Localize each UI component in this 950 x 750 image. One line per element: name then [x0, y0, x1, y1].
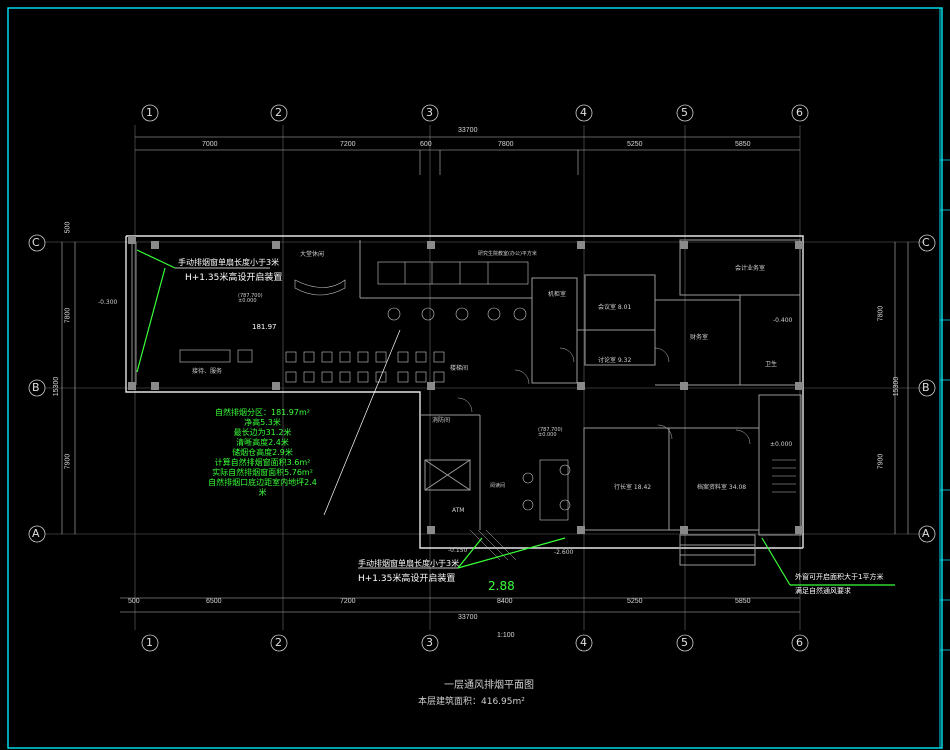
note-bottom-line2: H+1.35米高设开启装置: [358, 574, 456, 584]
grid-label-col-6-top: 6: [796, 106, 803, 119]
grid-label-row-a-left: A: [32, 527, 40, 540]
grid-label-col-1-top: 1: [146, 106, 153, 119]
room-director: 行长室 18.42: [614, 484, 652, 491]
room-archives: 档案资料室 34.08: [697, 484, 747, 491]
room-stair-hall: 楼梯间: [450, 365, 469, 372]
dim-bottom-seg-3: 7200: [340, 598, 356, 605]
dim-top-seg-4: 7800: [498, 141, 514, 148]
level-1: -0.300: [98, 299, 118, 306]
grid-label-col-2-bottom: 2: [275, 636, 282, 649]
grid-label-row-c-right: C: [922, 236, 930, 249]
grid-label-row-b-right: B: [922, 381, 930, 394]
room-hall-area: 181.97: [252, 323, 277, 331]
dim-right-total: 15300: [893, 376, 901, 397]
smoke-summary-line-4: 清晰高度2.4米: [236, 438, 289, 447]
grid-label-row-a-right: A: [922, 527, 930, 540]
room-finance: 财务室: [690, 334, 709, 341]
room-equipment: 机柜室: [548, 291, 567, 298]
dim-left-seg-3: 7900: [64, 453, 72, 470]
grid-label-col-3-bottom: 3: [426, 636, 433, 649]
room-lobby-elev: (787.700) ±0.000: [538, 427, 563, 438]
smoke-summary-line-2: 净高5.3米: [244, 418, 281, 427]
note-bottom-line1: 手动排烟窗单扇长度小于3米: [358, 559, 460, 568]
grid-label-col-5-bottom: 5: [681, 636, 688, 649]
right-note-line2: 满足自然通风要求: [795, 587, 851, 595]
room-fire: 消防间: [432, 417, 451, 424]
level-2: -0.150: [448, 547, 468, 554]
note-top-line2: H+1.35米高设开启装置: [185, 273, 283, 283]
grid-label-col-5-top: 5: [681, 106, 688, 119]
right-note-line1: 外窗可开启面积大于1平方米: [795, 573, 884, 581]
smoke-summary-line-6: 计算自然排烟窗面积3.6m²: [214, 458, 311, 467]
dim-bottom-seg-6: 5850: [735, 598, 751, 605]
room-office-open: 研究生院教室(办公)平方米: [478, 251, 537, 257]
note-top-line1: 手动排烟窗单扇长度小于3米: [178, 258, 280, 267]
smoke-summary-line-8: 自然排烟口底边距室内地坪2.4米: [208, 478, 317, 497]
level-4: ±0.000: [770, 441, 793, 448]
smoke-summary-line-1: 自然排烟分区：181.97m²: [215, 408, 310, 417]
dim-bottom-seg-5: 5250: [627, 598, 643, 605]
room-hall-elev: (787.700) ±0.000: [238, 293, 263, 304]
room-reception: 接待、服务: [192, 368, 223, 375]
dim-top-seg-3: 600: [420, 141, 432, 148]
level-5: -0.400: [773, 317, 793, 324]
grid-label-row-b-left: B: [32, 381, 40, 394]
grid-label-col-3-top: 3: [426, 106, 433, 119]
dim-top-seg-6: 5850: [735, 141, 751, 148]
room-meeting: 会议室 8.01: [598, 304, 632, 311]
dim-bottom-seg-4: 8400: [497, 598, 513, 605]
dim-top-seg-2: 7200: [340, 141, 356, 148]
dim-top-seg-1: 7000: [202, 141, 218, 148]
room-reading: 阅读间: [490, 483, 506, 489]
dim-right-seg-1: 7800: [877, 305, 885, 322]
dim-left-total: 15300: [53, 376, 61, 397]
grid-label-row-c-left: C: [32, 236, 40, 249]
dim-top-total: 33700: [458, 127, 478, 134]
smoke-summary-line-3: 最长边为31.2米: [233, 428, 292, 437]
room-accounting: 会计业务室: [735, 265, 766, 272]
grid-label-col-1-bottom: 1: [146, 636, 153, 649]
dim-left-seg-1: 500: [64, 221, 72, 234]
room-washroom: 卫生: [765, 361, 778, 368]
room-hall: 大堂休闲: [300, 251, 325, 258]
scale-label: 1:100: [497, 632, 515, 639]
smoke-summary-line-7: 实际自然排烟窗面积5.76m²: [212, 468, 313, 477]
dim-bottom-seg-2: 6500: [206, 598, 222, 605]
room-atm: ATM: [452, 507, 465, 514]
dim-left-seg-2: 7800: [64, 307, 72, 324]
dim-top-seg-5: 5250: [627, 141, 643, 148]
grid-label-col-6-bottom: 6: [796, 636, 803, 649]
smoke-summary-block: 自然排烟分区：181.97m² 净高5.3米 最长边为31.2米 清晰高度2.4…: [205, 408, 320, 498]
dim-right-seg-2: 7900: [877, 453, 885, 470]
smoke-summary-line-5: 储烟仓高度2.9米: [232, 448, 293, 457]
grid-label-col-4-bottom: 4: [580, 636, 587, 649]
dim-bottom-total: 33700: [458, 614, 478, 621]
drawing-subtitle: 本层建筑面积：416.95m²: [418, 697, 525, 707]
room-meeting2: 讨论室 9.32: [598, 357, 632, 364]
grid-label-col-2-top: 2: [275, 106, 282, 119]
value-288: 2.88: [488, 579, 515, 593]
drawing-title: 一层通风排烟平面图: [444, 680, 534, 691]
dim-bottom-seg-1: 500: [128, 598, 140, 605]
grid-label-col-4-top: 4: [580, 106, 587, 119]
level-3: -2.600: [554, 549, 574, 556]
